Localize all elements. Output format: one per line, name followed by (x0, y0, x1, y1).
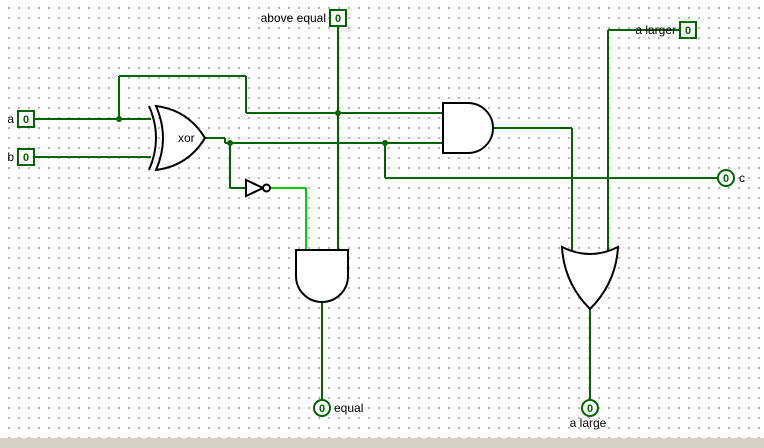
xor-gate-body[interactable] (154, 104, 207, 172)
and-gate-upper-body[interactable] (442, 102, 494, 154)
or-gate[interactable] (560, 245, 620, 311)
pin-b-box[interactable] (17, 148, 35, 166)
pin-a-large[interactable]: 0 (581, 399, 599, 417)
pin-a-large-circle[interactable] (581, 399, 599, 417)
wire-net-and-output[interactable] (493, 127, 573, 252)
pin-a[interactable]: 0 (17, 110, 35, 128)
not-gate-bubble (262, 183, 271, 193)
pin-above-equal-value[interactable]: 0 (335, 13, 341, 25)
and-gate-lower-body[interactable] (295, 249, 349, 303)
pin-a-value[interactable]: 0 (23, 114, 29, 126)
pin-b[interactable]: 0 (17, 148, 35, 166)
pin-equal-label: equal (334, 401, 363, 415)
pin-a-larger-label: a larger (635, 23, 676, 37)
xor-gate-label: xor (178, 131, 195, 145)
pin-above-equal-label: above equal (261, 11, 326, 25)
pin-c-label: c (739, 171, 745, 185)
wire-net-not-output[interactable] (270, 187, 307, 250)
not-gate[interactable] (245, 178, 271, 198)
pin-a-label: a (7, 112, 14, 126)
pin-c[interactable]: 0 (717, 169, 735, 187)
or-gate-body[interactable] (560, 245, 620, 311)
not-gate-triangle[interactable] (245, 178, 266, 198)
junction-dot (382, 140, 388, 146)
pin-b-value[interactable]: 0 (23, 152, 29, 164)
and-gate-upper[interactable] (442, 102, 494, 154)
pin-a-larger-value[interactable]: 0 (685, 25, 691, 37)
xor-gate[interactable]: xor (148, 104, 207, 172)
pin-above-equal[interactable]: 0 (329, 9, 347, 27)
junction-dot (227, 140, 233, 146)
junction-dot (335, 110, 341, 116)
wire-net-a-larger[interactable] (607, 29, 680, 252)
xor-gate-back-arc (148, 105, 157, 171)
pin-a-box[interactable] (17, 110, 35, 128)
pin-a-large-value[interactable]: 0 (587, 403, 593, 415)
pin-equal-value[interactable]: 0 (319, 403, 325, 415)
junction-dot (116, 116, 122, 122)
pin-above-equal-box[interactable] (329, 9, 347, 27)
pin-a-large-label: a large (570, 416, 607, 430)
pin-a-larger[interactable]: 0 (679, 21, 697, 39)
wire-net-xor-output[interactable] (205, 137, 718, 189)
pin-c-circle[interactable] (717, 169, 735, 187)
wire-net-a[interactable] (34, 75, 443, 120)
and-gate-lower[interactable] (295, 249, 349, 303)
pin-c-value[interactable]: 0 (723, 173, 729, 185)
window-bottom-edge (0, 438, 764, 448)
pin-equal[interactable]: 0 (313, 399, 331, 417)
pin-equal-circle[interactable] (313, 399, 331, 417)
pin-a-larger-box[interactable] (679, 21, 697, 39)
pin-b-label: b (7, 150, 14, 164)
